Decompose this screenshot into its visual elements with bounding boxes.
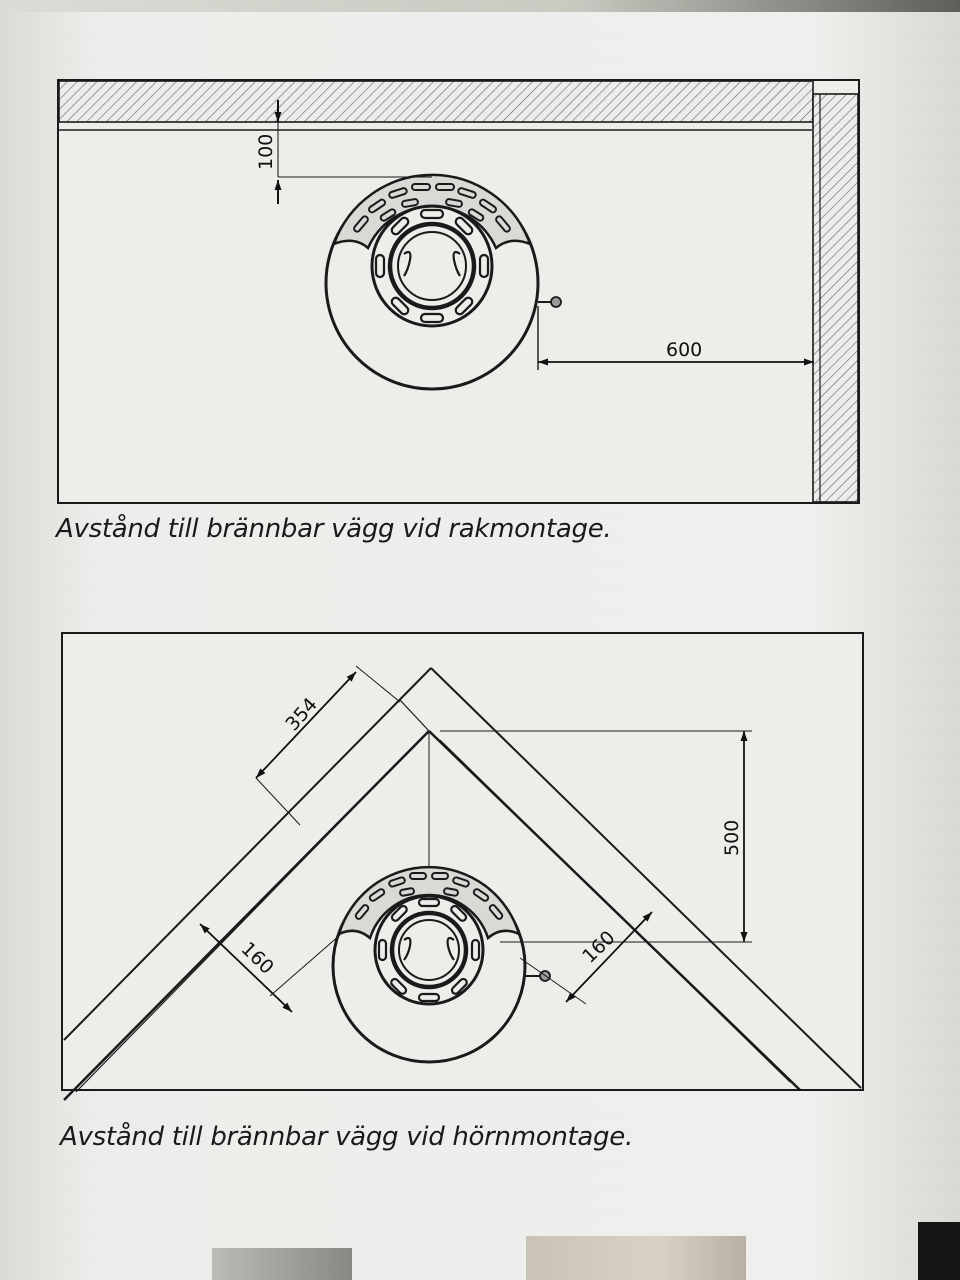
dimension-label-600: 600 [666, 339, 702, 361]
screen-top-edge [0, 0, 960, 12]
figure2-caption: Avstånd till brännbar vägg vid hörnmonta… [60, 1122, 633, 1152]
vent-slots-outer-corner [354, 872, 504, 920]
stove-top-view-corner [331, 865, 551, 1064]
rear-wall-hatched [58, 80, 814, 123]
dimension-corner-distance: 500 [440, 730, 752, 943]
vent-slots-inner [374, 208, 490, 324]
dimension-rear-wall: 100 [255, 100, 432, 204]
vent-slots-inner-corner [377, 897, 481, 1003]
stove-top-view [324, 173, 562, 391]
dimension-label-100: 100 [255, 134, 277, 170]
vent-slots-outer [353, 183, 511, 233]
figure-straight-installation: 100 600 [57, 79, 860, 504]
desk-object-center [526, 1236, 746, 1280]
corner-walls [63, 667, 862, 1101]
figure1-caption: Avstånd till brännbar vägg vid rakmontag… [56, 514, 612, 544]
dimension-side-wall: 600 [537, 306, 814, 370]
dimension-label-500: 500 [721, 820, 743, 856]
figure-corner-installation: 354 500 160 160 [61, 632, 864, 1101]
monitor-bezel-corner [918, 1222, 960, 1280]
desk-object-left [212, 1248, 352, 1280]
